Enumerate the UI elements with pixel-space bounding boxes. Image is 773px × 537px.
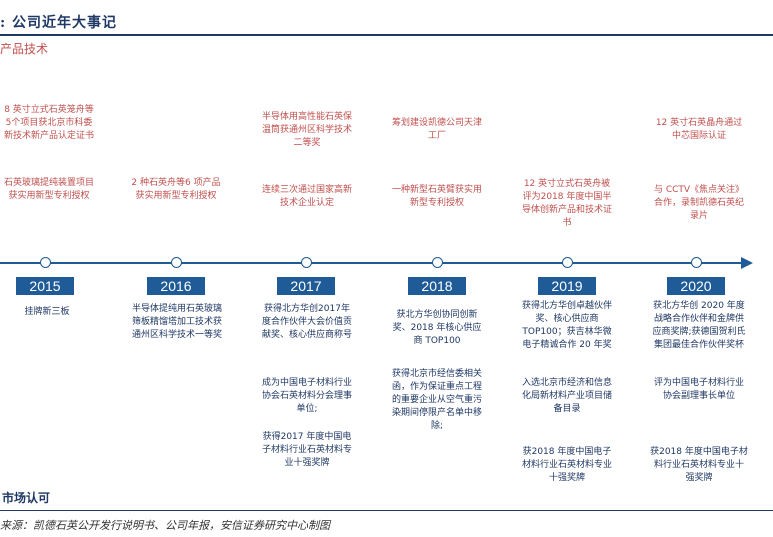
event-2020-top-1: 12 英寸石英晶舟通过中芯国际认证 [655,118,743,141]
timeline-dot-2015 [40,257,51,268]
timeline-dot-2019 [562,257,573,268]
event-2017-bottom-2: 成为中国电子材料行业协会石英材料分会理事单位; [261,378,352,414]
timeline-arrow-icon [741,257,753,269]
event-2018-bottom-2: 获得北京市经信委相关函，作为保证重点工程的重要企业从空气重污染期间停限产名单中移… [392,369,483,431]
event-2018-top-2: 一种新型石英臂获实用新型专利授权 [391,185,482,208]
event-2019-bottom-3: 获2018 年度中国电子材料行业石英材料专业十强奖牌 [521,447,612,483]
event-2016-top-1: 2 种石英舟等6 项产品获实用新型专利授权 [131,178,221,201]
event-2016-bottom-1: 半导体提纯用石英玻璃筛板精馏塔加工技术获通州区科学技术一等奖 [131,304,222,340]
page-title: : 公司近年大事记 [0,15,118,31]
event-2017-top-1: 半导体用高性能石英保温筒获通州区科学技术二等奖 [261,112,352,148]
event-2019-bottom-1: 获得北方华创卓越伙伴奖、核心供应商 TOP100；获吉林华微电子精诚合作 20 … [521,301,612,350]
title-divider [0,34,773,36]
event-2020-bottom-3: 获2018 年度中国电子材料行业石英材料专业十强奖牌 [650,447,748,483]
event-2019-bottom-2: 入选北京市经济和信息化局新材料产业项目储备目录 [521,378,612,414]
event-2017-bottom-3: 获得2017 年度中国电子材料行业石英材料专业十强奖牌 [261,432,352,468]
timeline-axis [0,262,742,264]
timeline-dot-2018 [432,257,443,268]
footer-divider [0,510,773,511]
event-2018-bottom-1: 获北方华创协同创新奖、2018 年核心供应商 TOP100 [392,310,482,346]
event-2015-bottom-1: 挂牌新三板 [24,307,70,317]
event-2017-top-2: 连续三次通过国家高新技术企业认定 [261,185,352,208]
year-badge-2016: 2016 [147,277,205,295]
source-note: 来源：凯德石英公开发行说明书、公司年报，安信证券研究中心制图 [0,519,330,532]
year-badge-2020: 2020 [667,277,725,295]
timeline-dot-2017 [301,257,312,268]
event-2015-top-1: 8 英寸立式石英笼舟等5个项目获北京市科委新技术新产品认定证书 [3,105,94,141]
timeline-dot-2016 [171,257,182,268]
event-2019-top-1: 12 英寸立式石英舟被评为2018 年度中国半导体创新产品和技术证书 [521,179,612,228]
year-badge-2015: 2015 [16,277,74,295]
event-2020-bottom-2: 评为中国电子材料行业协会副理事长单位 [653,378,744,401]
section-label-product-tech: 产品技术 [0,42,49,56]
event-2020-bottom-1: 获北方华创 2020 年度战略合作伙伴和金牌供应商奖牌;获德国贺利氏集团最佳合作… [652,301,746,350]
year-badge-2019: 2019 [538,277,596,295]
event-2018-top-1: 筹划建设凯德公司天津工厂 [391,118,482,141]
section-label-market-recognition: 市场认可 [2,491,51,505]
event-2017-bottom-1: 获得北方华创2017年度合作伙伴大会价值贡献奖、核心供应商称号 [261,304,352,340]
event-2020-top-2: 与 CCTV《焦点关注》合作，录制凯德石英纪录片 [653,185,745,221]
event-2015-top-2: 石英玻璃提纯装置项目获实用新型专利授权 [3,178,94,201]
year-badge-2018: 2018 [408,277,466,295]
timeline-dot-2020 [691,257,702,268]
year-badge-2017: 2017 [277,277,335,295]
